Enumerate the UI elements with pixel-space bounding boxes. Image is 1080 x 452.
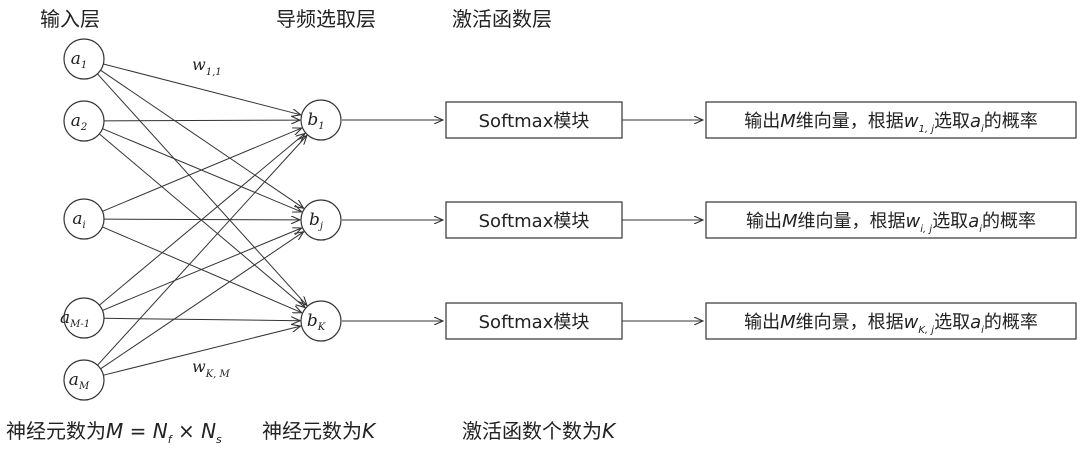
connection-edges <box>97 63 307 376</box>
svg-text:a1: a1 <box>71 49 88 71</box>
header-activation-layer: 激活函数层 <box>452 7 552 31</box>
edge-a1-b2 <box>100 69 304 208</box>
pilot-node-1: b1 <box>300 99 342 141</box>
edge-a1-b3 <box>97 73 307 306</box>
edge-a5-b2 <box>100 232 304 370</box>
edge-a2-b3 <box>98 133 305 308</box>
pilot-node-2: bj <box>300 199 342 241</box>
svg-text:aM-1: aM-1 <box>60 308 90 330</box>
softmax-block-2: Softmax模块 <box>342 201 703 239</box>
edge-a4-b2 <box>102 228 302 311</box>
svg-text:输出M维向量，根据wi, j选取ai的概率: 输出M维向量，根据wi, j选取ai的概率 <box>746 211 1036 235</box>
svg-text:a2: a2 <box>71 111 88 133</box>
edge-a3-b3 <box>102 226 301 313</box>
edge-a1-b1 <box>103 63 300 115</box>
svg-text:Softmax模块: Softmax模块 <box>479 211 590 232</box>
edge-a5-b1 <box>97 136 307 366</box>
weight-label-bottom: wK, M <box>192 357 231 380</box>
svg-text:输出M维向量，根据w1, j选取ai的概率: 输出M维向量，根据w1, j选取ai的概率 <box>744 111 1038 135</box>
input-node-1: a1 <box>63 38 105 80</box>
edge-a2-b1 <box>103 120 300 121</box>
input-node-4: aM-1 <box>60 297 105 339</box>
pilot-layer-nodes: b1 bj bK <box>300 99 342 342</box>
edge-a5-b3 <box>103 326 300 376</box>
header-pilot-layer: 导频选取层 <box>276 7 376 31</box>
footer-input-neuron-count: 神经元数为M = Nf × Ns <box>6 419 222 446</box>
svg-text:输出M维向景，根据wK, j选取ai的概率: 输出M维向景，根据wK, j选取ai的概率 <box>744 312 1038 336</box>
svg-text:bj: bj <box>309 210 323 232</box>
pilot-node-3: bK <box>300 300 342 342</box>
svg-text:aM: aM <box>69 370 90 392</box>
svg-text:Softmax模块: Softmax模块 <box>479 111 590 132</box>
edge-a2-b2 <box>102 128 302 212</box>
softmax-block-1: Softmax模块 <box>342 101 703 139</box>
svg-text:bK: bK <box>307 311 326 333</box>
output-box-2: 输出M维向量，根据wi, j选取ai的概率 <box>705 201 1077 239</box>
edge-a4-b3 <box>103 318 300 320</box>
softmax-block-3: Softmax模块 <box>342 302 703 340</box>
output-box-1: 输出M维向量，根据w1, j选取ai的概率 <box>705 101 1077 139</box>
footer-pilot-neuron-count: 神经元数为K <box>262 419 377 443</box>
svg-text:b1: b1 <box>307 110 324 132</box>
input-layer-nodes: a1 a2 ai aM-1 aM <box>60 38 105 401</box>
svg-text:ai: ai <box>72 209 85 231</box>
input-node-3: ai <box>63 198 105 240</box>
weight-label-top: w1,1 <box>192 55 222 78</box>
footer-activation-count: 激活函数个数为K <box>462 419 617 443</box>
output-box-3: 输出M维向景，根据wK, j选取ai的概率 <box>705 302 1077 340</box>
edge-a4-b1 <box>98 134 305 306</box>
header-input-layer: 输入层 <box>40 7 100 31</box>
svg-text:Softmax模块: Softmax模块 <box>479 312 590 333</box>
input-node-5: aM <box>63 359 105 401</box>
edge-a3-b1 <box>102 128 302 212</box>
input-node-2: a2 <box>63 100 105 142</box>
